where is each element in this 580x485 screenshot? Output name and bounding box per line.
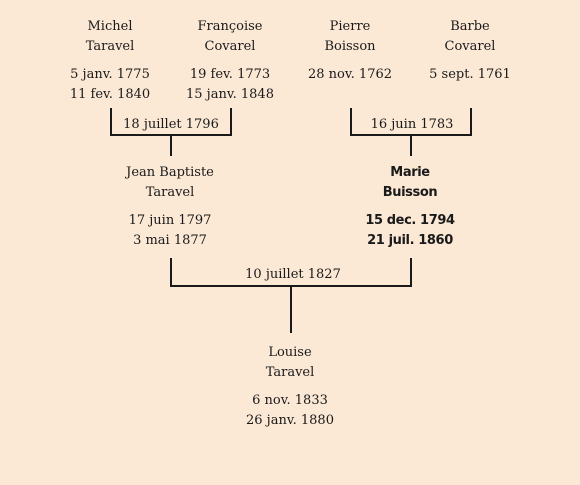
marriage-date-paternal: 18 juillet 1796 [120,117,222,133]
life-dates: 17 juin 1797 3 mai 1877 [100,211,240,251]
connector-line [290,285,292,333]
last-name: Covarel [444,39,496,54]
first-name: Françoise [197,19,263,34]
marriage-date-parents: 10 juillet 1827 [240,267,346,283]
last-name: Buisson [382,185,438,200]
life-dates: 5 janv. 1775 11 fev. 1840 [40,65,180,105]
last-name: Covarel [204,39,256,54]
death-date: 11 fev. 1840 [69,87,151,102]
death-date: 26 janv. 1880 [246,413,334,428]
birth-date: 17 juin 1797 [128,213,212,228]
connector-line [170,134,172,156]
person-marie-buisson: Marie Buisson 15 dec. 1794 21 juil. 1860 [340,163,480,251]
life-dates: 5 sept. 1761 [400,65,540,85]
birth-date: 28 nov. 1762 [307,67,393,82]
last-name: Boisson [324,39,376,54]
first-name: Jean Baptiste [126,165,214,180]
first-name: Marie [390,165,430,180]
death-date: 15 janv. 1848 [186,87,274,102]
connector-line [410,134,412,156]
life-dates: 6 nov. 1833 26 janv. 1880 [220,391,360,431]
birth-date: 5 sept. 1761 [429,67,511,82]
first-name: Louise [268,345,312,360]
birth-date: 15 dec. 1794 [365,213,455,228]
connector-line [110,108,112,136]
first-name: Michel [87,19,133,34]
person-francoise-covarel: Françoise Covarel 19 fev. 1773 15 janv. … [160,17,300,105]
death-date: 3 mai 1877 [133,233,207,248]
life-dates: 15 dec. 1794 21 juil. 1860 [340,211,480,251]
death-date: 21 juil. 1860 [367,233,453,248]
person-barbe-covarel: Barbe Covarel 5 sept. 1761 [400,17,540,85]
connector-line [170,258,172,287]
first-name: Pierre [329,19,371,34]
person-louise-taravel: Louise Taravel 6 nov. 1833 26 janv. 1880 [220,343,360,431]
last-name: Taravel [85,39,135,54]
last-name: Taravel [265,365,315,380]
person-jean-baptiste-taravel: Jean Baptiste Taravel 17 juin 1797 3 mai… [100,163,240,251]
person-pierre-boisson: Pierre Boisson 28 nov. 1762 [280,17,420,85]
connector-line [350,108,352,136]
life-dates: 28 nov. 1762 [280,65,420,85]
birth-date: 19 fev. 1773 [189,67,271,82]
connector-line [410,258,412,287]
marriage-date-maternal: 16 juin 1783 [364,117,460,133]
last-name: Taravel [145,185,195,200]
birth-date: 5 janv. 1775 [70,67,150,82]
connector-line [230,108,232,136]
first-name: Barbe [450,19,490,34]
person-michel-taravel: Michel Taravel 5 janv. 1775 11 fev. 1840 [40,17,180,105]
life-dates: 19 fev. 1773 15 janv. 1848 [160,65,300,105]
connector-line [470,108,472,136]
birth-date: 6 nov. 1833 [252,393,328,408]
